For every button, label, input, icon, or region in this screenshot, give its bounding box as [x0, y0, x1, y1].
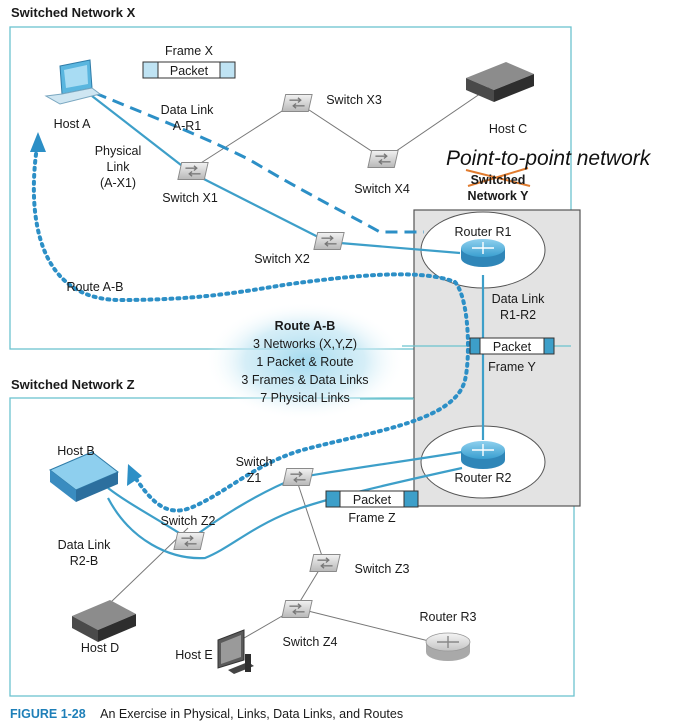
switch-z3-icon: [309, 553, 341, 573]
switch-x4-label: Switch X4: [354, 182, 410, 196]
data-link-a-r1-label-line1: Data Link: [161, 103, 215, 117]
switch-x3-label: Switch X3: [326, 93, 382, 107]
route-arrow-bottom: [127, 464, 142, 486]
switch-z4-label: Switch Z4: [283, 635, 338, 649]
switch-x1-icon: [177, 161, 209, 181]
router-r3-icon: [425, 632, 471, 661]
frame-y-box: [469, 337, 555, 355]
host-a-label: Host A: [54, 117, 91, 131]
figure-caption: FIGURE 1-28 An Exercise in Physical, Lin…: [10, 705, 403, 722]
frame-x-packet-label: Packet: [170, 64, 209, 78]
switch-z2-icon: [173, 531, 205, 551]
route-box-line3: 3 Frames & Data Links: [241, 373, 368, 387]
frame-y-label: Frame Y: [488, 360, 536, 374]
host-b-icon: [49, 451, 119, 502]
route-arrow-top: [30, 132, 46, 152]
data-link-r2-b-label-line2: R2-B: [70, 554, 98, 568]
host-c-icon: [466, 62, 534, 102]
network-y-title-line1: Switched: [471, 173, 526, 187]
network-y-title-line2: Network Y: [468, 189, 530, 203]
router-r2-label: Router R2: [455, 471, 512, 485]
frame-z-box: [325, 490, 419, 508]
data-link-a-r1-label-line2: A-R1: [173, 119, 202, 133]
host-c-label: Host C: [489, 122, 527, 136]
frame-x-box: [142, 61, 236, 79]
host-a-laptop-icon: [44, 59, 102, 105]
data-link-r1-r2-label-line2: R1-R2: [500, 308, 536, 322]
router-r1-label: Router R1: [455, 225, 512, 239]
figure-title: An Exercise in Physical, Links, Data Lin…: [100, 707, 403, 721]
route-box-line2: 1 Packet & Route: [256, 355, 353, 369]
switch-x1-label: Switch X1: [162, 191, 218, 205]
router-r2-icon: [461, 441, 505, 469]
switch-z1-label-line1: Switch: [236, 455, 273, 469]
switch-z3-label: Switch Z3: [355, 562, 410, 576]
frame-z-label: Frame Z: [348, 511, 396, 525]
data-link-r2-b-label-line1: Data Link: [58, 538, 112, 552]
host-d-icon: [72, 600, 136, 642]
route-box-line1: 3 Networks (X,Y,Z): [253, 337, 357, 351]
route-box-line4: 7 Physical Links: [260, 391, 350, 405]
handwritten-annotation: Point-to-point network: [446, 147, 652, 170]
switch-z4-icon: [281, 599, 313, 619]
physical-link-label-line1: Physical: [95, 144, 142, 158]
data-link-r1-r2-label-line1: Data Link: [492, 292, 546, 306]
switch-z2-label: Switch Z2: [161, 514, 216, 528]
physical-link-label-line3: (A-X1): [100, 176, 136, 190]
switch-x2-label: Switch X2: [254, 252, 310, 266]
switch-z1-icon: [282, 467, 314, 487]
frame-x-label: Frame X: [165, 44, 214, 58]
route-box-glow: [205, 302, 405, 420]
strikeout-mark: [465, 167, 531, 187]
network-x-title: Switched Network X: [11, 5, 136, 20]
switch-x2-icon: [313, 231, 345, 251]
switch-z1-label-line2: Z1: [247, 471, 262, 485]
host-b-label: Host B: [57, 444, 95, 458]
figure-number: FIGURE 1-28: [10, 707, 86, 721]
frame-z-packet-label: Packet: [353, 493, 392, 507]
physical-link-label-line2: Link: [107, 160, 131, 174]
router-r3-label: Router R3: [420, 610, 477, 624]
network-z-title: Switched Network Z: [11, 377, 135, 392]
switch-x4-icon: [367, 149, 399, 169]
host-e-icon: [217, 629, 254, 674]
router-r1-icon: [461, 239, 505, 267]
host-e-label: Host E: [175, 648, 213, 662]
route-box-title: Route A-B: [275, 319, 336, 333]
frame-connectors: [360, 345, 571, 400]
route-a-b-dotted: [31, 138, 470, 513]
host-d-label: Host D: [81, 641, 119, 655]
route-a-b-label: Route A-B: [67, 280, 124, 294]
frame-y-packet-label: Packet: [493, 340, 532, 354]
switch-x3-icon: [281, 93, 313, 113]
data-link-a-r1-dashed: [94, 91, 424, 234]
